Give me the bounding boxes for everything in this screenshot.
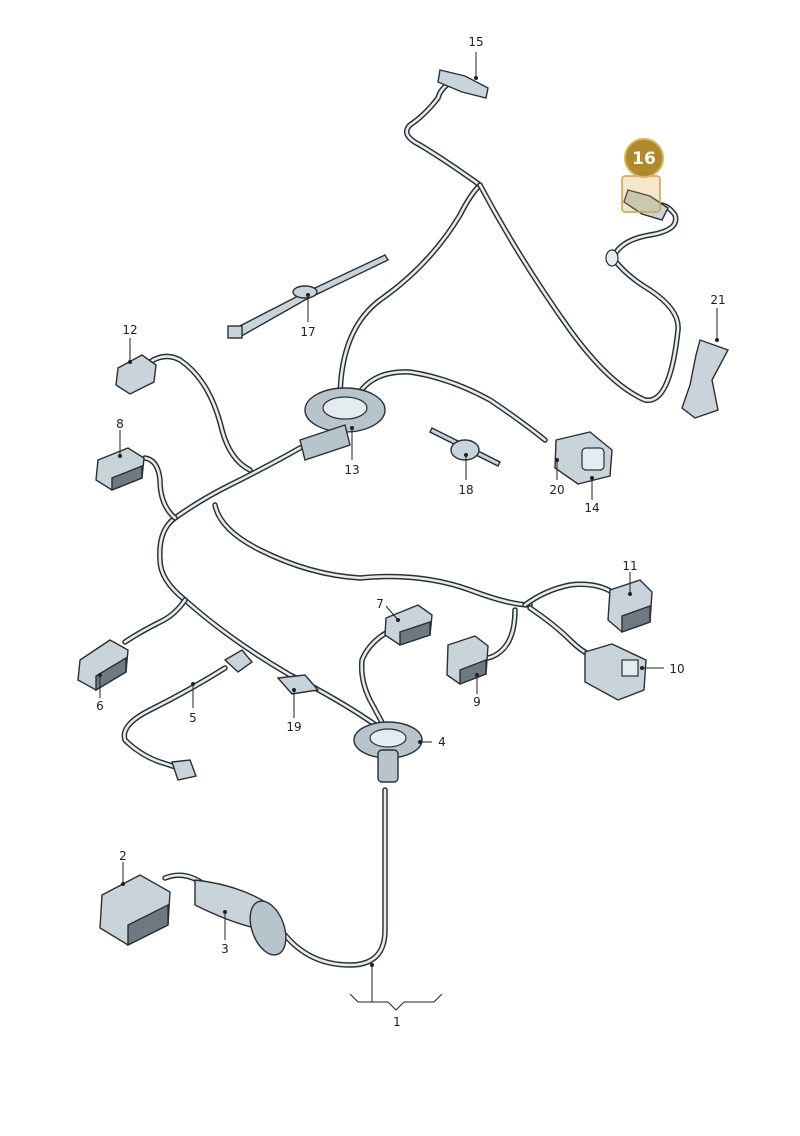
callout-2: 2 — [119, 849, 127, 863]
harness-wires — [121, 81, 681, 968]
callout-12: 12 — [122, 323, 137, 337]
connector-7 — [384, 604, 433, 646]
connector-12 — [115, 354, 157, 395]
callout-5: 5 — [189, 711, 197, 725]
connector-10 — [584, 643, 647, 701]
cable-tie-17 — [227, 254, 389, 339]
callout-16: 16 — [632, 149, 656, 169]
callout-3: 3 — [221, 942, 229, 956]
bracket-21 — [681, 339, 729, 419]
callout-10: 10 — [669, 662, 684, 676]
connector-15 — [437, 69, 489, 99]
connector-9 — [446, 635, 489, 686]
connector-14 — [554, 431, 613, 485]
leader-lines — [98, 52, 719, 1011]
callout-11: 11 — [622, 559, 637, 573]
callout-6: 6 — [96, 699, 104, 713]
grommet-4 — [353, 721, 423, 783]
connector-2 — [99, 874, 171, 947]
connector-6 — [77, 639, 129, 692]
callout-16-badge: 16 — [624, 138, 664, 178]
callout-21: 21 — [710, 293, 725, 307]
callout-20: 20 — [549, 483, 564, 497]
callout-labels: 15 16 21 12 17 8 13 18 20 14 11 7 10 9 6… — [96, 35, 725, 1029]
grommet-13 — [299, 387, 386, 461]
callout-14: 14 — [584, 501, 599, 515]
callout-18: 18 — [458, 483, 473, 497]
connector-8 — [95, 447, 145, 492]
callout-17: 17 — [300, 325, 315, 339]
callout-8: 8 — [116, 417, 124, 431]
callout-4: 4 — [438, 735, 446, 749]
callout-13: 13 — [344, 463, 359, 477]
callout-19: 19 — [286, 720, 301, 734]
callout-7: 7 — [376, 597, 384, 611]
sensor-5 — [171, 649, 254, 781]
clip-18 — [429, 427, 501, 467]
clip-19 — [276, 674, 320, 695]
connector-11 — [607, 579, 653, 633]
callout-15: 15 — [468, 35, 483, 49]
grommet-3 — [194, 879, 287, 956]
highlight-part-16 — [621, 175, 661, 213]
callout-9: 9 — [473, 695, 481, 709]
callout-1: 1 — [393, 1015, 401, 1029]
